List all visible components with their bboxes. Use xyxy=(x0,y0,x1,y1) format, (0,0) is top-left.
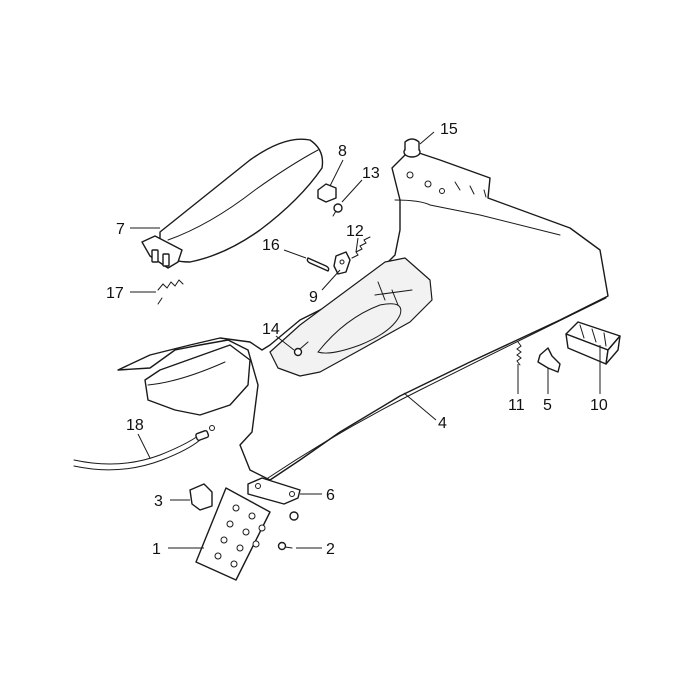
callout-6: 6 xyxy=(326,487,335,504)
mounting-bracket xyxy=(247,477,301,505)
callout-labels: 1 2 3 4 5 6 7 8 9 10 11 12 13 14 15 16 1… xyxy=(106,121,608,558)
clip-bracket xyxy=(537,347,561,373)
frame-grommet xyxy=(403,138,421,158)
callout-18: 18 xyxy=(126,417,144,434)
callout-12: 12 xyxy=(346,223,364,240)
callout-5: 5 xyxy=(543,397,552,414)
hinge-spring xyxy=(157,279,184,305)
callout-8: 8 xyxy=(338,143,347,160)
callout-9: 9 xyxy=(309,289,318,306)
plate-screw xyxy=(277,541,293,551)
return-spring xyxy=(516,341,522,366)
callout-15: 15 xyxy=(440,121,458,138)
seat-latch xyxy=(333,251,351,275)
callout-7: 7 xyxy=(116,221,125,238)
callout-1: 1 xyxy=(152,541,161,558)
seat-clip xyxy=(317,183,337,203)
callout-2: 2 xyxy=(326,541,335,558)
cable xyxy=(73,425,215,471)
callout-3: 3 xyxy=(154,493,163,510)
small-bolt xyxy=(332,203,343,217)
callout-11: 11 xyxy=(508,397,525,414)
bracket-block xyxy=(565,321,621,365)
seat-pad xyxy=(141,138,324,269)
callout-10: 10 xyxy=(590,397,608,414)
plate-clip xyxy=(189,483,213,511)
callout-13: 13 xyxy=(362,165,380,182)
bracket-washer xyxy=(289,511,299,521)
seat-pin xyxy=(306,257,330,272)
callout-14: 14 xyxy=(262,321,280,338)
callout-17: 17 xyxy=(106,285,124,302)
center-frame-panel xyxy=(117,149,609,481)
tray-screw xyxy=(293,341,309,357)
callout-4: 4 xyxy=(438,415,447,432)
seat-spring xyxy=(351,236,371,259)
leader-lines xyxy=(130,131,601,549)
footrest-plate xyxy=(195,487,271,581)
callout-16: 16 xyxy=(262,237,280,254)
